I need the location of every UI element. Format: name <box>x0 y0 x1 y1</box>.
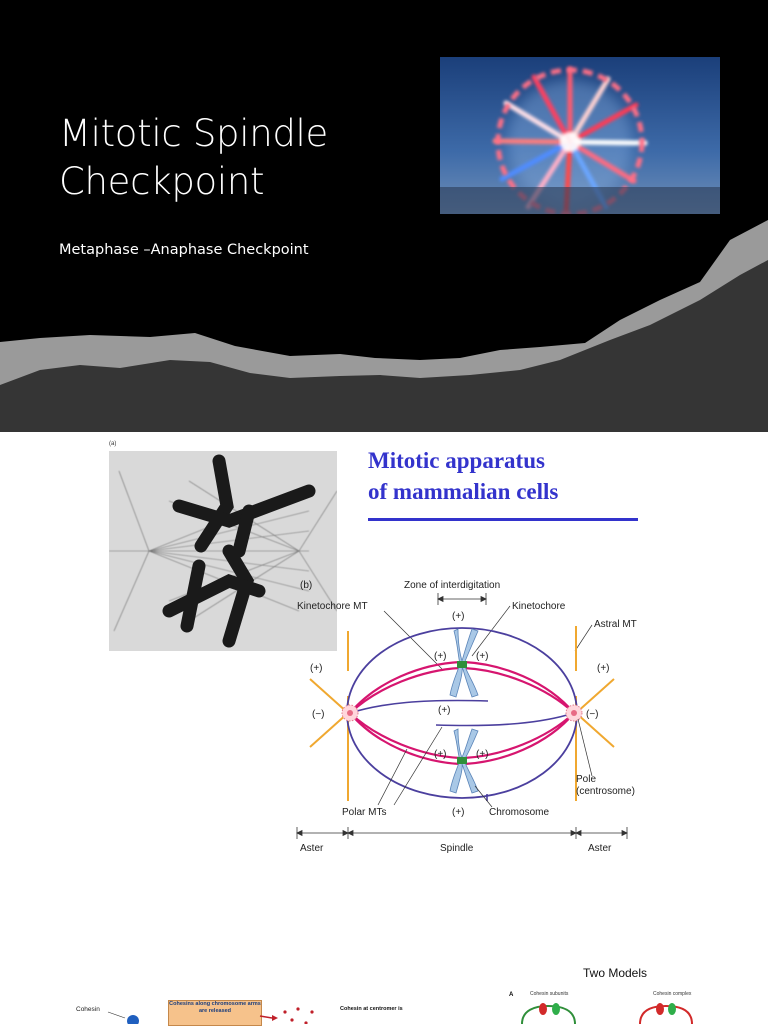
centrosome-label: (centrosome) <box>576 786 635 797</box>
spindle-outline <box>346 627 578 799</box>
plus-label-5: (+) <box>597 663 610 674</box>
mitotic-apparatus-slide: (a) Mitotic apparatus of mammalian cells <box>96 441 672 861</box>
centrosome-left <box>341 704 359 722</box>
slide-2-title-line-1: Mitotic apparatus <box>368 448 545 473</box>
slide-title-line-1: Mitotic Spindle <box>59 112 328 155</box>
plus-label-2: (+) <box>434 651 447 662</box>
polar-microtubules <box>349 699 575 801</box>
title-slide: Mitotic Spindle Checkpoint Metaphase –An… <box>0 0 768 432</box>
polar-mts-label: Polar MTs <box>342 807 386 818</box>
plus-label-1: (+) <box>452 611 465 622</box>
pole-label: Pole <box>576 774 596 785</box>
title-underline <box>368 518 638 521</box>
two-models-label: Two Models <box>583 966 648 980</box>
centromere-cohesin-text: Cohesin at centromer is <box>340 1006 403 1012</box>
terrain-decoration <box>0 220 768 432</box>
cohesin-release-box: Cohesins along chromosome arms are relea… <box>168 1000 262 1026</box>
plus-label-8: (+) <box>476 749 489 760</box>
astral-mt-label: Astral MT <box>594 619 637 630</box>
cohesin-complex-label: Cohesin complex <box>653 991 692 997</box>
ferris-wheel-photo <box>440 57 720 214</box>
slide-title: Mitotic Spindle Checkpoint <box>59 110 419 206</box>
centrosome-right <box>565 704 583 722</box>
cohesin-label: Cohesin <box>76 1006 100 1013</box>
spindle-diagram: (b) Zone of interdigitation Kinetochore … <box>296 580 637 854</box>
plus-label-4: (+) <box>310 663 323 674</box>
plus-label-7: (+) <box>434 749 447 760</box>
aster-left-label: Aster <box>300 843 324 854</box>
slide-2-title: Mitotic apparatus of mammalian cells <box>368 445 658 507</box>
figure-a-marker: A <box>509 992 514 998</box>
cohesin-subunits-label: Cohesin subunits <box>530 991 569 997</box>
figure-b-label: (b) <box>300 580 312 591</box>
plus-label-6: (+) <box>438 705 451 716</box>
kinetochore-mt-label: Kinetochore MT <box>297 601 368 612</box>
slide-subtitle: Metaphase –Anaphase Checkpoint <box>59 242 309 258</box>
spindle-label: Spindle <box>440 843 474 854</box>
slide-title-line-2: Checkpoint <box>59 160 265 203</box>
zone-label: Zone of interdigitation <box>404 580 500 591</box>
minus-label-right: (−) <box>586 709 599 720</box>
figure-a-label: (a) <box>109 441 117 447</box>
minus-label-left: (−) <box>312 709 325 720</box>
plus-label-3: (+) <box>476 651 489 662</box>
kinetochore-label: Kinetochore <box>512 601 566 612</box>
chromosome-top <box>449 628 479 698</box>
scale-bar <box>296 827 628 839</box>
kinetochore-microtubules <box>349 660 575 766</box>
cohesin-illustration <box>107 1003 693 1024</box>
plus-label-9: (+) <box>452 807 465 818</box>
chromosome-label: Chromosome <box>489 807 549 818</box>
aster-right-label: Aster <box>588 843 612 854</box>
slide-2-title-line-2: of mammalian cells <box>368 479 559 504</box>
chromosome-bottom <box>449 728 479 794</box>
micrograph-image <box>109 451 337 651</box>
